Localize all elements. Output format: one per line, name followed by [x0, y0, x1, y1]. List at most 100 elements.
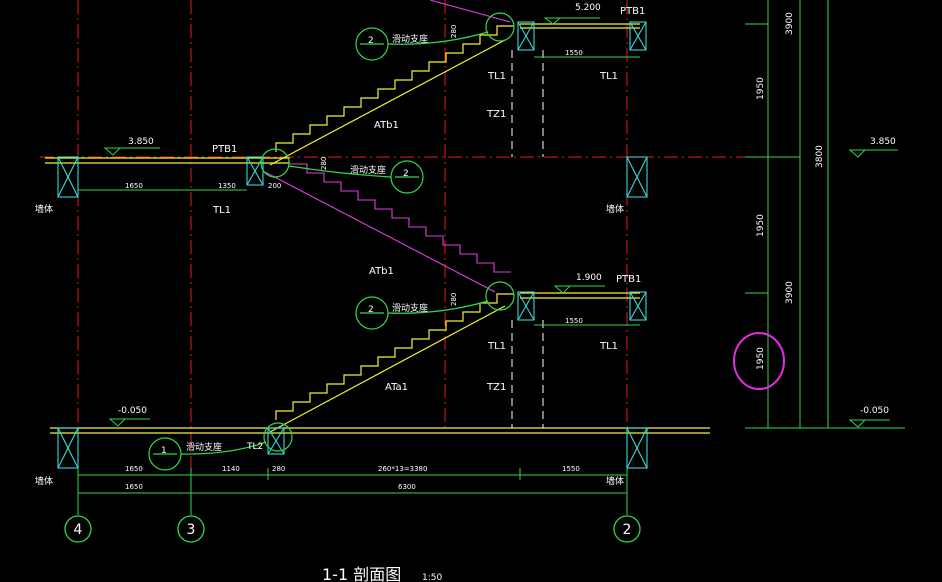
axis-bubble-4: [64, 515, 92, 543]
dim-280-ground: 280: [272, 465, 285, 473]
tz1-lower: TZ1: [486, 382, 506, 393]
columns: [57, 21, 648, 469]
axis-label-4: 4: [74, 522, 83, 538]
ptb1-top: PTB1: [620, 6, 645, 17]
dim-1950-mid: 1950: [756, 214, 766, 237]
highlight-ellipse[interactable]: [733, 332, 785, 390]
dim-1650-mid: 1650: [125, 182, 143, 190]
elevation-markers: [103, 17, 898, 428]
dim-3900-lower: 3900: [785, 281, 795, 304]
drawing-title: 1-1 剖面图: [322, 565, 401, 582]
upper-flight-soffit: [269, 39, 506, 166]
elev-mark-ground-left: [108, 418, 150, 427]
elev-mid-text: 3.850: [128, 137, 154, 147]
dim-280-lower: 280: [450, 293, 458, 306]
column-right-mid: [626, 156, 648, 198]
dim-280-top: 280: [450, 25, 458, 38]
tz1-upper: TZ1: [486, 109, 506, 120]
dim-1350-mid: 1350: [218, 182, 236, 190]
joint-lower: [485, 281, 515, 311]
dim-1950-upper: 1950: [756, 77, 766, 100]
ptb1-mid: PTB1: [212, 144, 237, 155]
column-lower-right: [629, 291, 647, 321]
axis-label-3: 3: [187, 522, 196, 538]
leader-lower: [387, 300, 489, 314]
elev-mark-right-mid: [848, 149, 898, 158]
leader-mid: [288, 165, 392, 178]
lower-flight-steps: [275, 293, 514, 420]
dimension-lines: [77, 0, 905, 515]
axis-label-2: 2: [623, 522, 632, 538]
middle-flight: [264, 0, 511, 293]
elev-top-text: 5.200: [575, 3, 601, 13]
elev-ground-right-text: -0.050: [860, 406, 889, 416]
dim-1140-ground: 1140: [222, 465, 240, 473]
tz1-posts: [511, 50, 544, 428]
tl1-top-right: TL1: [599, 71, 618, 82]
dim-3900-upper: 3900: [785, 12, 795, 35]
stair-label-lower: ATa1: [385, 382, 408, 393]
wall-label-mid-right: 墙体: [606, 203, 624, 215]
elev-ground-left-text: -0.050: [118, 406, 147, 416]
axis-bubble-2: [613, 515, 641, 543]
joint-top: [485, 12, 515, 42]
sliding-support-top: 滑动支座: [392, 33, 428, 45]
column-top-right: [629, 21, 647, 51]
tl1-lower-left: TL1: [487, 341, 506, 352]
sliding-support-ground: 滑动支座: [186, 441, 222, 453]
middle-flight-steps: [290, 163, 511, 273]
column-top-left: [517, 21, 535, 51]
dim-1550-ground: 1550: [562, 465, 580, 473]
elev-mark-top: [543, 17, 600, 25]
text-labels: 5.200 3.850 1.900 -0.050 3.850 -0.050 PT…: [35, 3, 896, 582]
dim-280-mid: 280: [320, 157, 328, 170]
sliding-support-lower: 滑动支座: [392, 302, 428, 314]
tl1-lower-right: TL1: [599, 341, 618, 352]
callout-num-mid: 2: [403, 169, 409, 179]
tl1-top-left: TL1: [487, 71, 506, 82]
wall-label-ground-right: 墙体: [606, 475, 624, 487]
dim-stairs-ground: 260*13=3380: [378, 465, 427, 473]
elev-mark-upper-landing: [553, 285, 605, 294]
column-lower-left: [517, 291, 535, 321]
tl1-mid: TL1: [212, 205, 231, 216]
middle-flight-top-edge: [429, 0, 511, 23]
ptb1-lower: PTB1: [616, 274, 641, 285]
callout-num-lower: 2: [368, 305, 374, 315]
joint-mid: [260, 148, 290, 178]
dim-3800-right: 3800: [815, 145, 825, 168]
leader-ground: [180, 441, 267, 455]
column-left-mid: [57, 156, 79, 198]
axis-lines: [40, 0, 745, 500]
joint-ground: [263, 422, 293, 452]
dim-1550-top: 1550: [565, 49, 583, 57]
upper-flight-steps: [275, 25, 514, 152]
axis-bubbles: [64, 515, 641, 543]
column-ground-right: [626, 427, 648, 469]
lower-flight-soffit: [269, 305, 506, 433]
dim-1650-ground: 1650: [125, 465, 143, 473]
callout-num-top: 2: [368, 36, 374, 46]
dim-1650-total-left: 1650: [125, 483, 143, 491]
sliding-support-mid: 滑动支座: [350, 164, 386, 176]
tl2-ground: TL2: [246, 442, 263, 452]
elev-upper-landing-text: 1.900: [576, 273, 602, 283]
stair-label-top: ATb1: [374, 120, 399, 131]
elev-mark-right-ground: [848, 419, 890, 428]
stair-label-mid: ATb1: [369, 266, 394, 277]
leader-top: [387, 31, 489, 45]
middle-flight-soffit: [264, 171, 496, 293]
dim-1950-highlight: 1950: [756, 347, 766, 370]
elev-mark-mid-left: [103, 147, 160, 156]
drawing-scale: 1:50: [422, 573, 442, 582]
elev-right-mid-text: 3.850: [870, 137, 896, 147]
structure-lines: [45, 23, 710, 434]
axis-bubble-3: [177, 515, 205, 543]
column-ground-left: [57, 427, 79, 469]
callout-num-ground: 1: [161, 446, 167, 456]
wall-label-ground-left: 墙体: [35, 475, 53, 487]
wall-label-mid-left: 墙体: [35, 203, 53, 215]
dim-200-mid: 200: [268, 182, 281, 190]
column-ground-tl2: [267, 427, 285, 455]
